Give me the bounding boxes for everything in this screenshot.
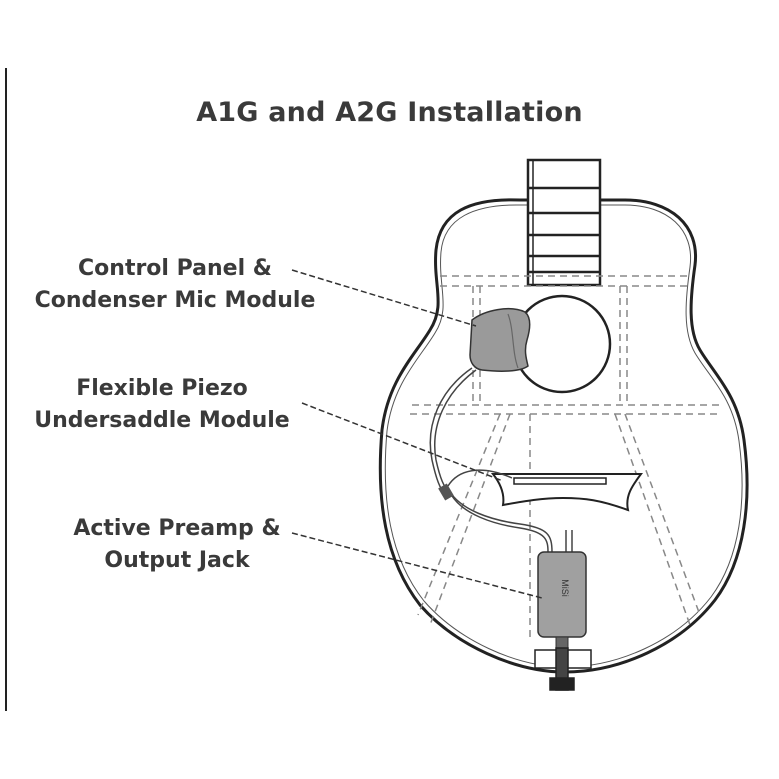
saddle — [513, 477, 607, 485]
preamp-brand-text: MiSi — [560, 579, 570, 597]
label-control-panel: Control Panel & Condenser Mic Module — [30, 253, 320, 317]
label-preamp-line1: Active Preamp & — [73, 516, 281, 541]
sound-hole — [512, 294, 612, 394]
control-panel-module — [469, 308, 531, 372]
label-piezo-line1: Flexible Piezo — [76, 376, 248, 401]
label-piezo: Flexible Piezo Undersaddle Module — [22, 373, 302, 437]
label-preamp: Active Preamp & Output Jack — [62, 513, 292, 577]
label-piezo-line2: Undersaddle Module — [34, 408, 290, 433]
label-preamp-line2: Output Jack — [104, 548, 250, 573]
guitar-neck — [526, 158, 602, 287]
diagram-title: A1G and A2G Installation — [196, 97, 583, 128]
internal-bracing — [410, 275, 722, 640]
cables — [429, 367, 573, 553]
label-control-panel-line1: Control Panel & — [78, 256, 272, 281]
label-control-panel-line2: Condenser Mic Module — [34, 288, 316, 313]
callout-lines — [291, 269, 543, 599]
left-border-line — [5, 68, 7, 711]
piezo-connector — [438, 483, 454, 501]
output-jack — [534, 647, 592, 691]
